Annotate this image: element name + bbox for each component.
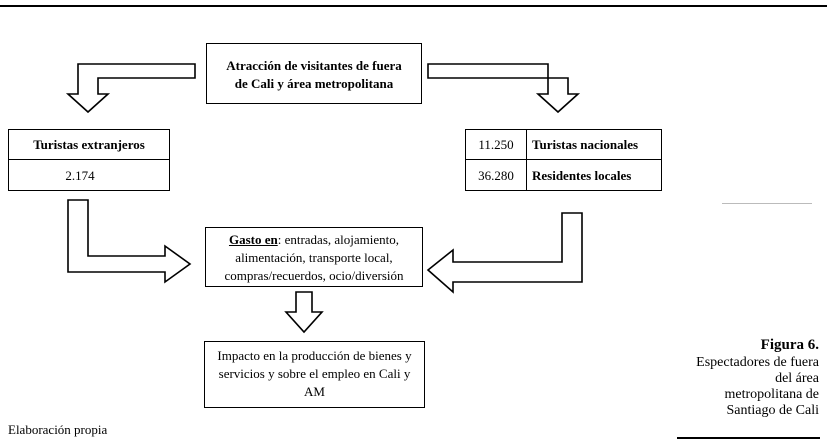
left-box-value: 2.174 — [65, 168, 95, 183]
top-box-line1: Atracción de visitantes de fuera — [226, 58, 402, 73]
bottom-box-impact: Impacto en la producción de bienes y ser… — [204, 341, 425, 408]
figure-caption-line1: Espectadores de fuera — [696, 355, 819, 370]
arrow-middle-to-bottom — [284, 291, 324, 334]
middle-box-line3: compras/recuerdos, ocio/diversión — [224, 268, 404, 283]
left-box-header: Turistas extranjeros — [9, 130, 169, 160]
source-note: Elaboración propia — [8, 422, 108, 437]
caption-top-rule — [722, 203, 812, 204]
top-rule — [0, 5, 827, 7]
figure-caption: Figura 6. Espectadores de fuera del área… — [696, 337, 819, 419]
middle-box-line2: alimentación, transporte local, — [235, 250, 393, 265]
arrow-top-right — [427, 63, 581, 114]
figure-caption-label: Figura 6. — [760, 337, 819, 353]
right-box-row: 11.250 Turistas nacionales — [466, 130, 661, 160]
right-box-national-local: 11.250 Turistas nacionales 36.280 Reside… — [465, 129, 662, 191]
figure-caption-line2: del área — [775, 371, 819, 386]
bottom-box-line1: Impacto en la producción de bienes y — [217, 348, 412, 363]
arrow-left-to-middle — [67, 199, 192, 284]
bottom-box-line3: AM — [304, 384, 325, 399]
middle-box-line1: Gasto en: entradas, alojamiento, — [206, 231, 422, 249]
middle-box-line1-rest: : entradas, alojamiento, — [277, 232, 400, 247]
right-box-value: 11.250 — [466, 130, 527, 159]
left-box-foreign-tourists: Turistas extranjeros 2.174 — [8, 129, 170, 191]
figure-caption-line3: metropolitana de — [724, 387, 819, 402]
right-box-value: 36.280 — [466, 160, 527, 191]
middle-box-keyword: Gasto en — [228, 232, 278, 247]
right-box-row: 36.280 Residentes locales — [466, 160, 661, 191]
right-box-label: Residentes locales — [532, 168, 632, 183]
middle-box-spending: Gasto en: entradas, alojamiento, aliment… — [205, 227, 423, 287]
top-box-line2: de Cali y área metropolitana — [234, 76, 394, 91]
caption-bottom-rule — [677, 437, 820, 439]
top-box-attraction: Atracción de visitantes de fuera de Cali… — [206, 43, 422, 104]
figure-caption-line4: Santiago de Cali — [726, 403, 819, 418]
arrow-right-to-middle — [426, 212, 583, 294]
right-box-label: Turistas nacionales — [532, 137, 639, 152]
bottom-box-line2: servicios y sobre el empleo en Cali y — [218, 366, 411, 381]
arrow-top-left — [65, 63, 196, 114]
